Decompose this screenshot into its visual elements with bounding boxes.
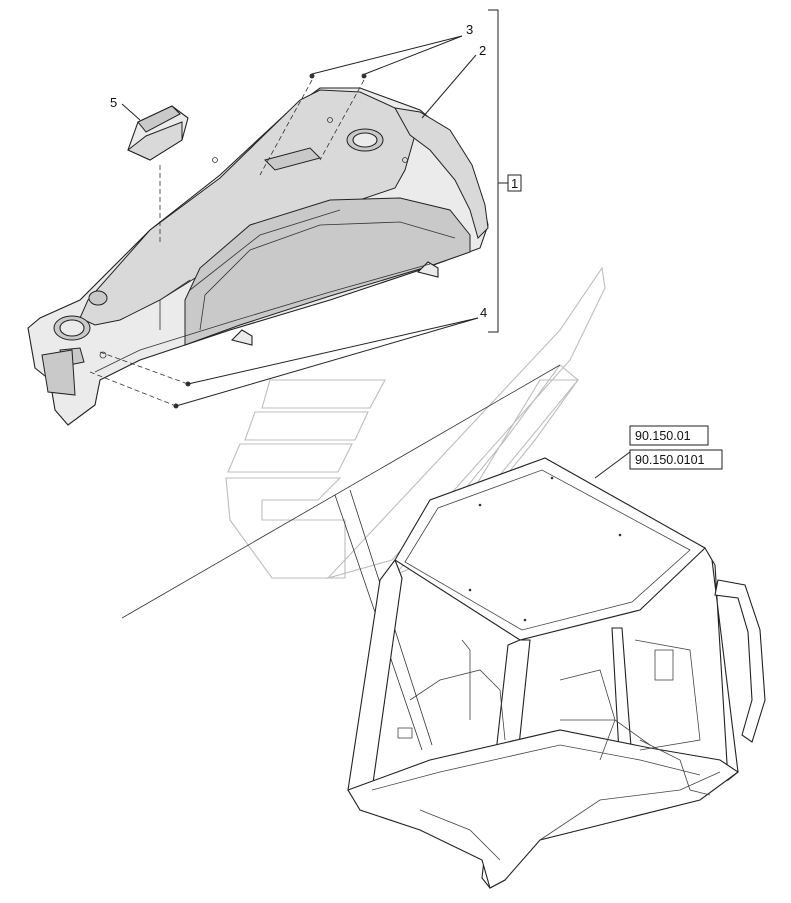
reference-link-90-150-01[interactable]: 90.150.01 [635, 429, 691, 443]
screws [89, 73, 367, 409]
callout-1: 1 [511, 176, 518, 191]
callout-5: 5 [110, 95, 117, 110]
control-knob [127, 105, 189, 161]
reference-box-1[interactable]: 90.150.01 [629, 425, 709, 446]
reference-box-2[interactable]: 90.150.0101 [629, 449, 723, 470]
cab-frame [347, 457, 766, 889]
callout-3: 3 [466, 22, 473, 37]
callout-leaders [121, 9, 631, 479]
dashboard-panel [27, 87, 489, 426]
callout-4: 4 [480, 305, 487, 320]
reference-link-90-150-0101[interactable]: 90.150.0101 [635, 453, 705, 467]
callout-2: 2 [479, 43, 486, 58]
callout-1-box: 1 [507, 174, 522, 192]
